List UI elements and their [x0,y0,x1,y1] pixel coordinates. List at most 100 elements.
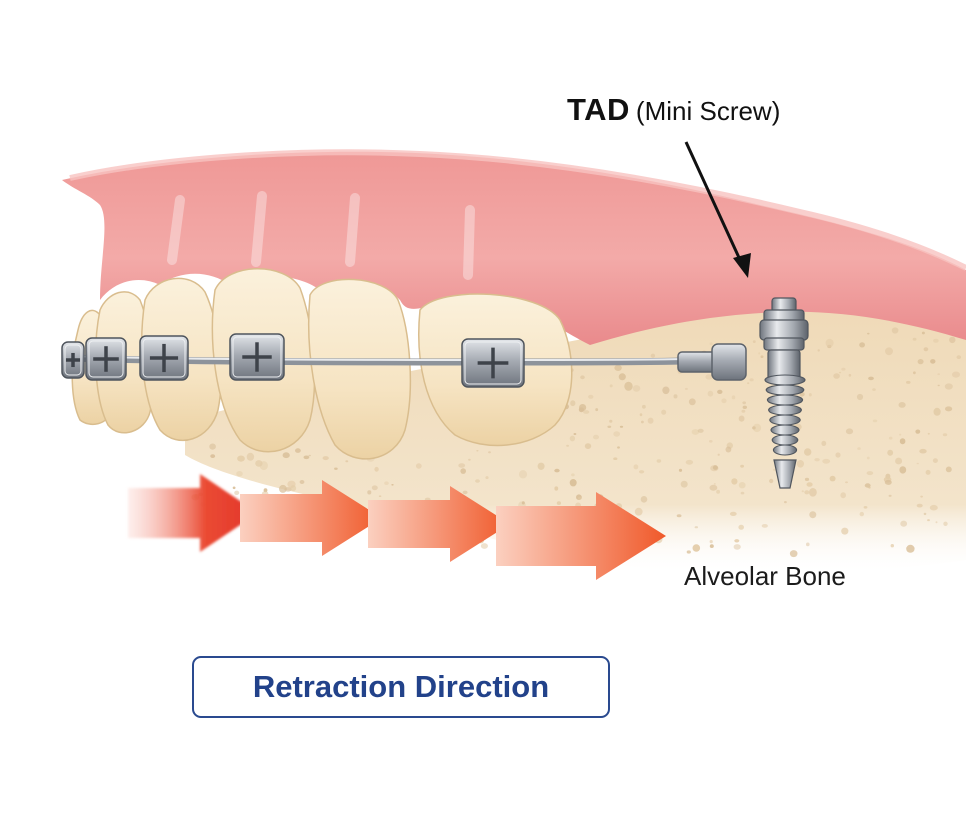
bone-pore [613,457,618,461]
bone-pore [303,455,310,460]
bone-pore [717,389,723,394]
bone-pore [518,470,528,479]
bone-pore [731,395,736,400]
bone-pore [752,340,756,343]
bone-pore [772,468,776,471]
bone-pore [729,511,737,516]
bone-pore [537,462,545,470]
bone-pore [933,407,941,416]
bone-pore [942,433,948,437]
bone-pore [322,456,329,461]
bone-pore [488,451,491,454]
tad-label-bold: TAD [567,92,630,127]
bracket-icon [85,337,127,381]
bone-pore [415,463,422,469]
screw-thread [771,434,799,446]
bone-pore [210,454,216,458]
bone-pore [888,436,893,440]
bone-pore [906,544,915,553]
tad-label-detail: (Mini Screw) [635,96,781,126]
bone-pore [647,417,654,424]
bone-pore [367,490,372,495]
bone-pore [569,479,577,487]
bone-pore [705,374,713,380]
bone-pore [927,432,930,435]
bone-pore [738,415,745,422]
bone-pore [521,501,525,505]
screw-thread [768,404,802,416]
bone-pore [913,371,916,375]
bone-pore [888,494,892,497]
bone-pore [884,479,892,485]
bone-pore [916,462,919,465]
bone-pore [617,446,620,449]
bone-pore [639,470,645,474]
bone-pore [923,347,929,352]
bone-pore [287,480,296,488]
bone-pore [712,465,718,470]
bone-pore [685,459,694,465]
bone-pore [891,327,899,334]
bone-pore [738,524,744,530]
screw-thread [770,424,800,436]
bone-pore [650,353,656,358]
bone-pore [209,443,216,450]
bone-pore [578,407,585,413]
bone-pore [912,337,917,341]
bone-pore [758,352,761,355]
bone-pore [822,458,831,464]
bone-pore [709,484,718,491]
pointer-arrow-icon [684,141,751,278]
bone-pore [841,367,846,371]
bone-pore [692,544,701,552]
retraction-direction-label: Retraction Direction [252,669,550,704]
bone-pore [906,380,911,384]
bone-pore [937,373,940,376]
bone-pore [943,521,948,526]
bone-pore [571,473,575,477]
bone-pore [569,435,576,442]
bone-pore [933,338,939,343]
bone-pore [741,409,746,413]
bone-pore [801,490,804,493]
bone-pore [609,384,613,388]
bone-pore [809,511,817,519]
bone-pore [921,331,925,335]
bone-pore [593,434,599,440]
bone-pore [900,520,908,527]
bone-pore [859,511,864,517]
bone-pore [952,371,960,378]
bone-pore [863,506,868,509]
bone-pore [898,402,906,408]
bone-pore [609,419,613,423]
bone-pore [789,550,798,558]
bone-pore [920,495,923,498]
bone-pore [740,491,745,495]
bone-pore [749,378,754,382]
bone-pore [809,488,817,497]
bone-pore [856,393,864,401]
screw-thread [766,394,804,406]
bone-pore [237,455,245,462]
bone-pore [929,504,938,511]
bone-pore [835,452,841,458]
bone-pore [930,359,936,364]
bone-pore [721,398,727,404]
bone-pore [945,466,952,473]
bone-pore [570,400,576,407]
bone-pore [688,398,696,406]
bone-pore [825,338,834,348]
bone-pore [885,347,893,356]
bone-pore [731,478,738,485]
alveolar-bone-label: Alveolar Bone [684,561,846,591]
bone-pore [684,387,688,390]
bone-pore [713,483,716,485]
bone-pore [632,385,641,392]
bone-pore [678,468,683,472]
bone-pore [917,359,924,365]
bone-pore [686,550,691,554]
bone-pore [607,425,612,428]
bone-pore [927,519,930,522]
bone-pore [475,479,480,483]
